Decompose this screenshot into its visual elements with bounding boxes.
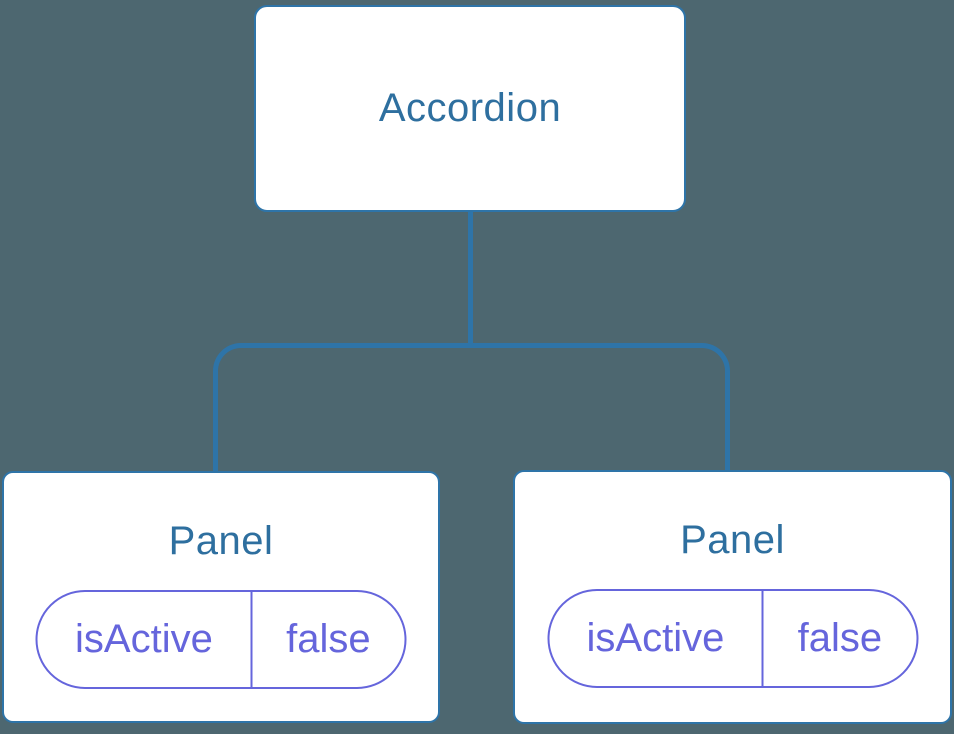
connector-branch	[213, 343, 730, 471]
state-key: isActive	[586, 616, 725, 660]
connector-stem	[468, 209, 473, 348]
state-value: false	[761, 591, 916, 686]
state-key: isActive	[75, 617, 213, 661]
panel-node-left: Panel isActive false	[2, 471, 440, 723]
panel-label: Panel	[168, 519, 274, 563]
panel-node-right: Panel isActive false	[513, 470, 952, 724]
accordion-node: Accordion	[254, 5, 686, 212]
accordion-label: Accordion	[378, 86, 562, 130]
state-pill: isActive false	[547, 589, 918, 688]
state-value: false	[250, 592, 404, 687]
panel-label: Panel	[680, 518, 785, 562]
state-pill: isActive false	[35, 590, 407, 689]
